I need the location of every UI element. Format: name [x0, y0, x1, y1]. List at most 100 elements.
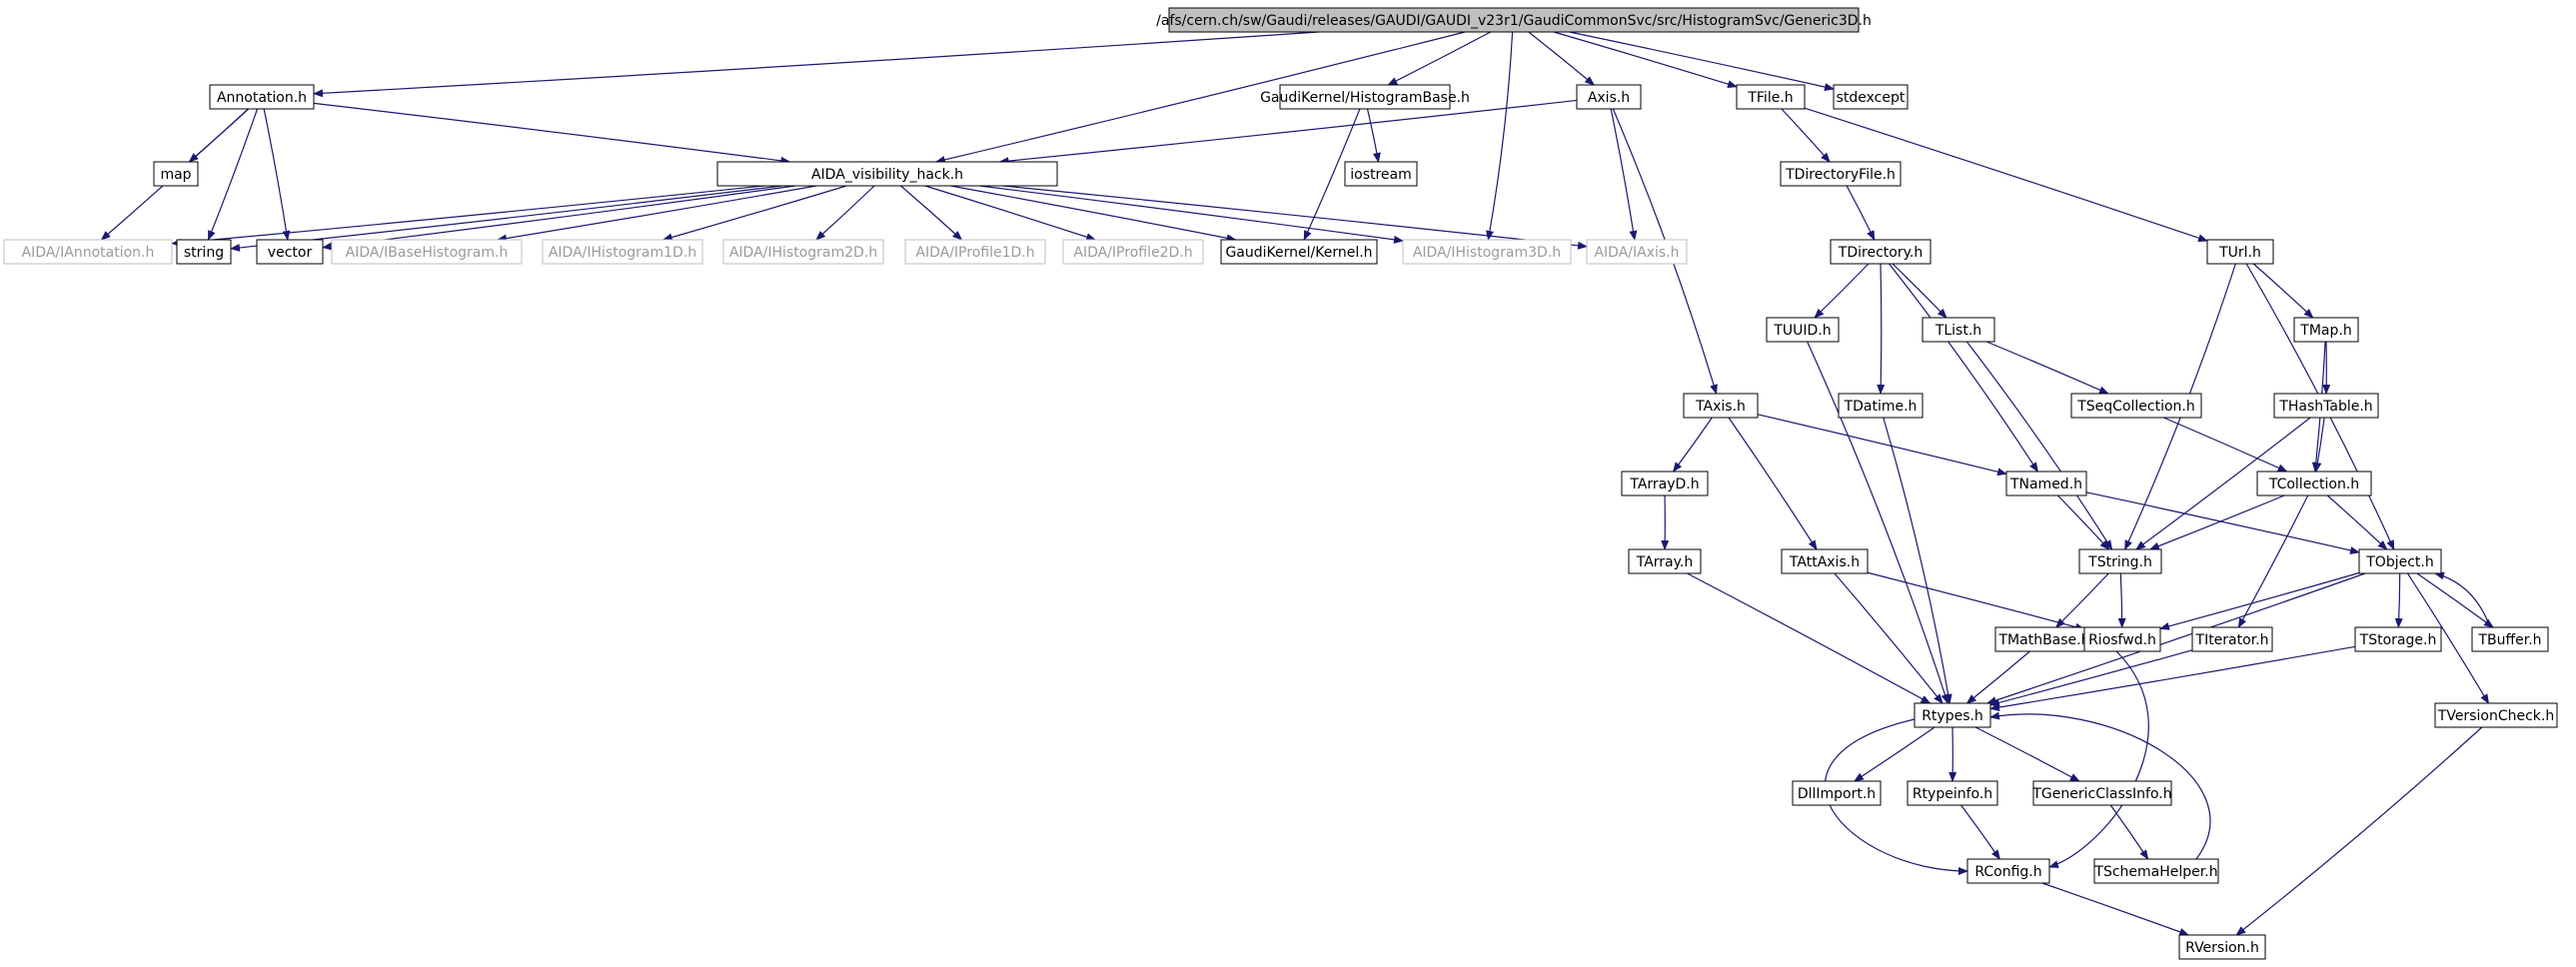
edge-annotation-to-string [207, 108, 259, 241]
node-tdatime[interactable]: TDatime.h [1838, 393, 1924, 419]
node-turl[interactable]: TUrl.h [2206, 239, 2274, 265]
node-label: RVersion.h [2185, 940, 2259, 956]
node-box [1576, 84, 1642, 110]
node-tstring[interactable]: TString.h [2078, 548, 2162, 574]
node-tcollection[interactable]: TCollection.h [2256, 471, 2372, 496]
node-tarray[interactable]: TArray.h [1628, 548, 1702, 574]
node-iprof2d[interactable]: AIDA/IProfile2D.h [1062, 239, 1204, 265]
edge-tlist-to-tseqcoll [1985, 341, 2109, 395]
node-label: DllImport.h [1798, 786, 1876, 802]
node-annotation[interactable]: Annotation.h [209, 84, 315, 110]
node-rtypes[interactable]: Rtypes.h [1914, 702, 1991, 728]
node-rversion[interactable]: RVersion.h [2178, 934, 2266, 960]
node-root[interactable]: /afs/cern.ch/sw/Gaudi/releases/GAUDI/GAU… [1156, 7, 1872, 33]
edge-tfile-to-turl [1804, 107, 2208, 243]
node-tmap[interactable]: TMap.h [2293, 317, 2359, 343]
node-box [1062, 239, 1204, 265]
edge-tstorage-to-rtypes [1989, 645, 2356, 712]
node-tnamed[interactable]: TNamed.h [2005, 471, 2087, 496]
node-taxis[interactable]: TAxis.h [1683, 393, 1759, 419]
node-tobject[interactable]: TObject.h [2358, 548, 2442, 574]
edge-tmathbase-to-rtypes [1965, 650, 2030, 704]
edge-aidahack-to-ibasehist [496, 185, 817, 243]
node-iannot[interactable]: AIDA/IAnnotation.h [3, 239, 173, 265]
edge-tstring-to-riosfwd [2117, 572, 2126, 628]
node-histbase[interactable]: GaudiKernel/HistogramBase.h [1260, 84, 1470, 110]
edge-thashtable-to-tcollection [2313, 417, 2325, 473]
node-box [1994, 626, 2094, 652]
node-label: Annotation.h [217, 90, 307, 106]
edge-tstring-to-tmathbase [2054, 572, 2109, 628]
node-box [153, 161, 199, 187]
edge-tdatime-to-rtypes [1883, 417, 1952, 704]
node-tdirfile[interactable]: TDirectoryFile.h [1780, 161, 1902, 187]
node-label: TSeqCollection.h [2076, 399, 2195, 415]
node-rtypeinfo[interactable]: Rtypeinfo.h [1907, 780, 1998, 806]
node-axis[interactable]: Axis.h [1576, 84, 1642, 110]
node-vector[interactable]: vector [256, 239, 324, 265]
node-ihist3d[interactable]: AIDA/IHistogram3D.h [1402, 239, 1572, 265]
edge-tlist-to-tstring [1965, 341, 2113, 550]
node-tlist[interactable]: TList.h [1922, 317, 1995, 343]
edge-aidahack-to-iaxis [1002, 185, 1588, 250]
node-string[interactable]: string [176, 239, 232, 265]
node-tuuid[interactable]: TUUID.h [1766, 317, 1840, 343]
node-tversioncheck[interactable]: TVersionCheck.h [2434, 702, 2558, 728]
node-iaxis[interactable]: AIDA/IAxis.h [1586, 239, 1688, 265]
edge-tcollection-to-titerator [2237, 494, 2309, 628]
node-tbuffer[interactable]: TBuffer.h [2471, 626, 2549, 652]
node-iostream[interactable]: iostream [1344, 161, 1418, 187]
node-thashtable[interactable]: THashTable.h [2273, 393, 2379, 419]
edge-tuuid-to-rtypes [1807, 341, 1949, 704]
node-tmathbase[interactable]: TMathBase.h [1994, 626, 2094, 652]
node-box [1344, 161, 1418, 187]
node-label: AIDA/IAnnotation.h [22, 245, 155, 261]
node-dllimport[interactable]: DllImport.h [1792, 780, 1882, 806]
node-tschemahelper[interactable]: TSchemaHelper.h [2093, 858, 2219, 884]
node-ibasehist[interactable]: AIDA/IBaseHistogram.h [331, 239, 523, 265]
node-box [1766, 317, 1840, 343]
edge-root-to-annotation [313, 31, 1319, 98]
node-iprof1d[interactable]: AIDA/IProfile1D.h [904, 239, 1046, 265]
node-box [176, 239, 232, 265]
node-tseqcoll[interactable]: TSeqCollection.h [2070, 393, 2202, 419]
edge-tnamed-to-tobject [2085, 491, 2360, 554]
node-tstorage[interactable]: TStorage.h [2354, 626, 2442, 652]
node-ihist1d[interactable]: AIDA/IHistogram1D.h [542, 239, 703, 265]
node-label: TIterator.h [2195, 632, 2269, 648]
node-tarrayd[interactable]: TArrayD.h [1621, 471, 1709, 496]
node-box [542, 239, 703, 265]
edge-taxis-to-tarrayd [1673, 417, 1713, 473]
node-label: TUrl.h [2218, 245, 2261, 261]
node-aidahack[interactable]: AIDA_visibility_hack.h [716, 161, 1058, 187]
edge-histbase-to-iostream [1366, 108, 1381, 163]
node-tdirectory[interactable]: TDirectory.h [1830, 239, 1932, 265]
edge-tbuffer-to-tobject [2434, 571, 2491, 628]
node-box [2206, 239, 2274, 265]
node-box [722, 239, 884, 265]
node-tgenclassinfo[interactable]: TGenericClassInfo.h [2031, 780, 2172, 806]
edge-titerator-to-rtypes [1989, 649, 2193, 707]
node-label: TAttAxis.h [1789, 554, 1860, 570]
node-riosfwd[interactable]: Riosfwd.h [2083, 626, 2161, 652]
node-map[interactable]: map [153, 161, 199, 187]
edge-layer [100, 31, 2494, 936]
node-box [1621, 471, 1709, 496]
edge-tseqcoll-to-tcollection [2163, 417, 2288, 473]
node-label: stdexcept [1837, 90, 1906, 106]
node-label: TBuffer.h [2477, 632, 2541, 648]
node-ihist2d[interactable]: AIDA/IHistogram2D.h [722, 239, 884, 265]
node-rconfig[interactable]: RConfig.h [1966, 858, 2050, 884]
node-box [1736, 84, 1806, 110]
node-tattaxis[interactable]: TAttAxis.h [1781, 548, 1869, 574]
node-gkkernel[interactable]: GaudiKernel/Kernel.h [1220, 239, 1378, 265]
node-stdexcept[interactable]: stdexcept [1833, 84, 1909, 110]
node-label: TAxis.h [1695, 399, 1746, 415]
node-label: TArrayD.h [1629, 477, 1699, 492]
node-label: TString.h [2087, 554, 2152, 570]
node-tfile[interactable]: TFile.h [1736, 84, 1806, 110]
node-titerator[interactable]: TIterator.h [2191, 626, 2273, 652]
edge-turl-to-tmap [2252, 263, 2314, 319]
edge-rtypeinfo-to-rconfig [1960, 804, 2000, 860]
